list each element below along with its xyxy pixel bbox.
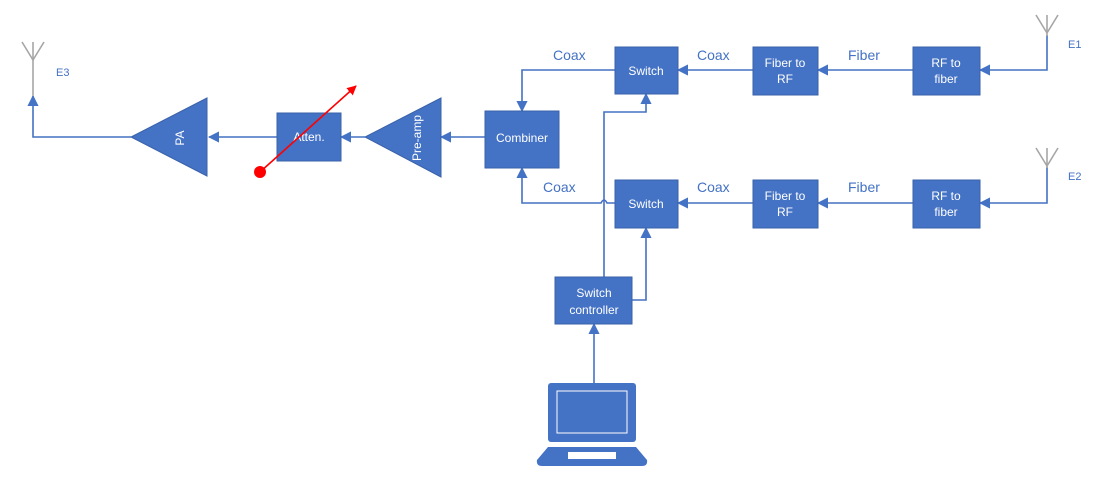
fiber-to-rf-top-label-1: Fiber to bbox=[765, 56, 806, 70]
laptop-icon bbox=[536, 383, 648, 466]
switch-bottom-label: Switch bbox=[628, 197, 663, 211]
attenuator-block: Atten. bbox=[276, 112, 342, 162]
wire-controller-to-switch-bottom bbox=[632, 226, 652, 301]
switch-bottom-block: Switch bbox=[614, 179, 679, 229]
fiber-to-rf-bottom-label-2: RF bbox=[777, 205, 793, 219]
switch-controller-label-2: controller bbox=[569, 303, 618, 317]
fiber-to-rf-bottom-label-1: Fiber to bbox=[765, 189, 806, 203]
antenna-label-e3: E3 bbox=[56, 67, 69, 79]
antenna-e3-icon bbox=[21, 41, 45, 96]
rf-to-fiber-bottom-block: RF to fiber bbox=[912, 179, 981, 229]
rf-to-fiber-bottom-label-1: RF to bbox=[931, 189, 961, 203]
pa-block: PA bbox=[129, 97, 208, 177]
rf-to-fiber-top-block: RF to fiber bbox=[912, 46, 981, 96]
variable-attenuator-arrow bbox=[254, 85, 357, 178]
link-label-coax-top-left: Coax bbox=[553, 47, 586, 63]
switch-controller-block: Switch controller bbox=[554, 276, 633, 325]
pa-label: PA bbox=[173, 130, 187, 145]
antenna-label-e2: E2 bbox=[1068, 171, 1081, 183]
antenna-e1-icon bbox=[1035, 14, 1059, 36]
link-label-coax-top-mid: Coax bbox=[697, 47, 730, 63]
attenuator-label: Atten. bbox=[293, 130, 324, 144]
switch-controller-label-1: Switch bbox=[576, 286, 611, 300]
preamp-block: Pre-amp bbox=[363, 97, 442, 178]
wire-coax-top-left bbox=[516, 69, 615, 113]
fiber-to-rf-top-block: Fiber to RF bbox=[752, 46, 819, 96]
rf-to-fiber-top-label-1: RF to bbox=[931, 56, 961, 70]
switch-top-block: Switch bbox=[614, 46, 679, 95]
antenna-e2-icon bbox=[1035, 147, 1059, 168]
fiber-to-rf-bottom-block: Fiber to RF bbox=[752, 179, 819, 229]
rf-to-fiber-top-label-2: fiber bbox=[934, 72, 957, 86]
switch-top-label: Switch bbox=[628, 64, 663, 78]
wire-controller-to-switch-top bbox=[603, 92, 652, 280]
link-label-coax-bottom-left: Coax bbox=[543, 179, 576, 195]
wire-pa-to-e3 bbox=[27, 94, 131, 138]
wire-e2-to-rf-to-fiber bbox=[978, 167, 1048, 209]
combiner-block: Combiner bbox=[484, 110, 560, 169]
antenna-label-e1: E1 bbox=[1068, 39, 1081, 51]
rf-to-fiber-bottom-label-2: fiber bbox=[934, 205, 957, 219]
fiber-to-rf-top-label-2: RF bbox=[777, 72, 793, 86]
preamp-label: Pre-amp bbox=[410, 115, 424, 161]
link-label-coax-bottom-mid: Coax bbox=[697, 179, 730, 195]
wire-e1-to-rf-to-fiber bbox=[978, 35, 1048, 76]
combiner-label: Combiner bbox=[496, 131, 548, 145]
link-label-fiber-bottom: Fiber bbox=[848, 179, 880, 195]
link-label-fiber-top: Fiber bbox=[848, 47, 880, 63]
